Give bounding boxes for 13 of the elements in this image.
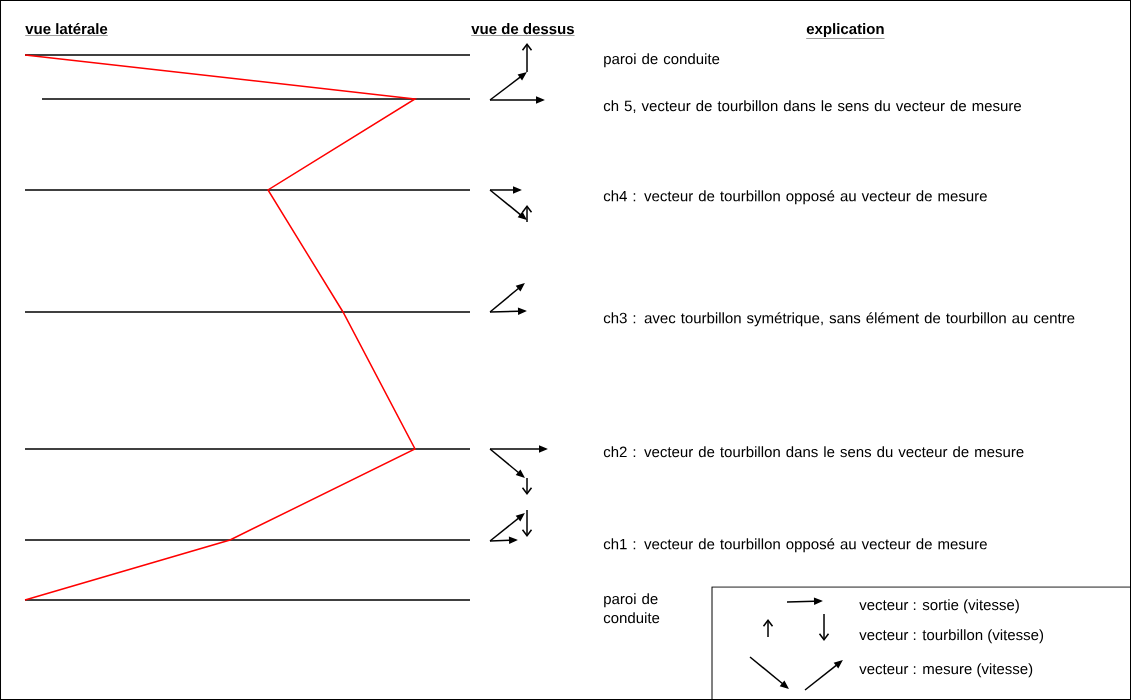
explanation-text: ch2 : vecteur de tourbillon dans le sens du vecteur de mesure [603, 446, 1024, 458]
explanation-text: paroi de conduite [603, 593, 660, 624]
explanation-text: ch3 : avec tourbillon symétrique, sans élément de tourbillon au centre [603, 312, 1075, 327]
explanation-text: ch1 : vecteur de tourbillon opposé au vecteur de mesure [603, 538, 987, 553]
legend-text: vecteur : mesure (vitesse) [859, 663, 1033, 678]
legend-text: vecteur : tourbillon (vitesse) [859, 629, 1044, 644]
explanation-text: ch4 : vecteur de tourbillon opposé au vecteur de mesure [603, 190, 987, 205]
heading: vue de dessus [471, 23, 575, 36]
legend-text: vecteur : sortie (vitesse) [859, 599, 1019, 614]
explanation-text: ch 5, vecteur de tourbillon dans le sens du vecteur de mesure [603, 100, 1021, 113]
heading: explication [806, 23, 885, 39]
explanation-text: paroi de conduite [604, 53, 720, 68]
heading: vue latérale [25, 23, 108, 36]
